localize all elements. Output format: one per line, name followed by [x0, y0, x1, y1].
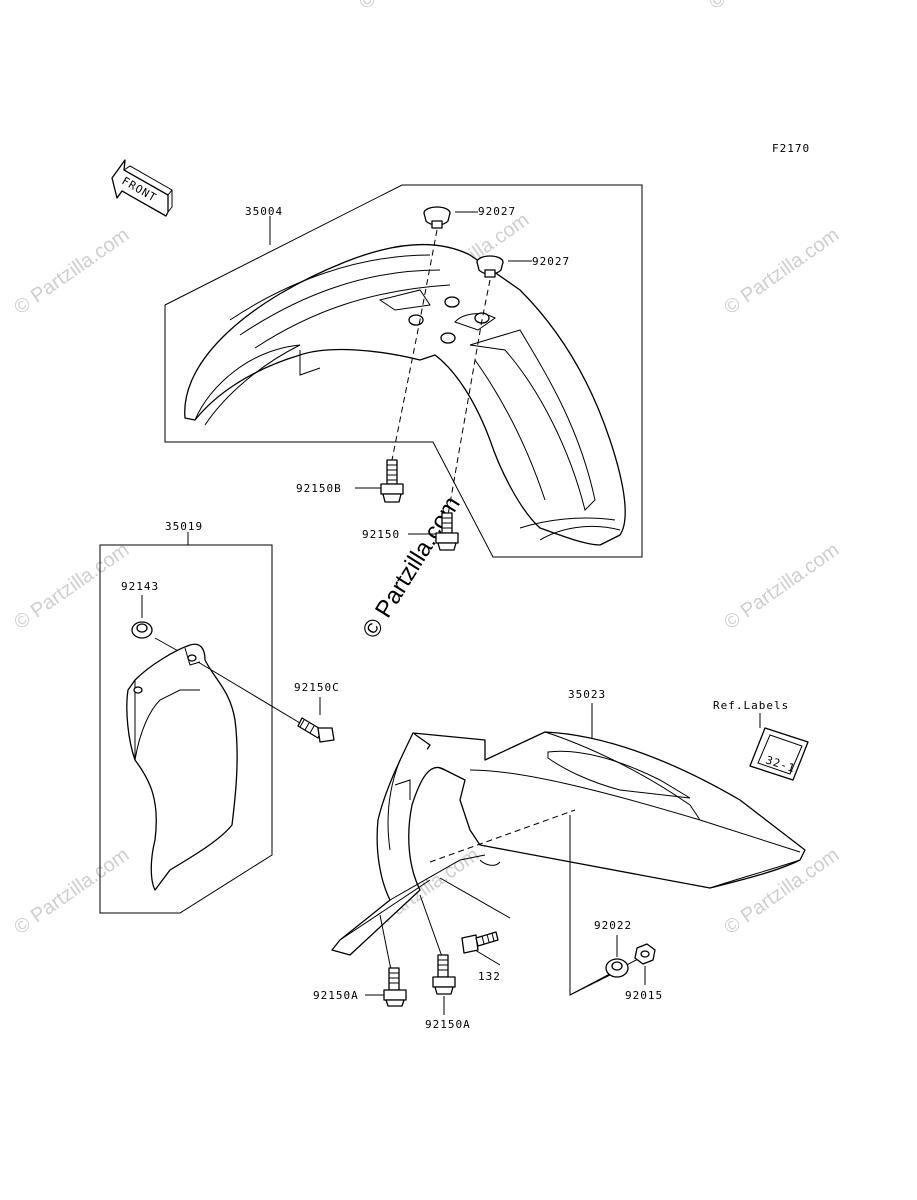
part-label-35019: 35019 — [165, 520, 203, 533]
part-label-132: 132 — [478, 970, 501, 983]
front-arrow-icon: FRONT — [111, 159, 173, 217]
part-label-35004: 35004 — [245, 205, 283, 218]
grommet-92027-a — [423, 206, 451, 229]
watermark-text: © Partzilla.com — [355, 0, 478, 14]
watermark-text: © Partzilla.com — [10, 844, 133, 939]
collar-92022 — [605, 958, 629, 978]
rear-fender-group: 35023 132 92150A — [313, 688, 806, 1031]
bolt-92150C — [297, 717, 335, 743]
part-label-92022: 92022 — [594, 919, 632, 932]
nut-92015 — [634, 943, 656, 965]
front-fender-group: 35004 92027 92027 — [164, 184, 643, 558]
front-fender-part — [184, 243, 626, 546]
part-label-92150A-2: 92150A — [425, 1018, 471, 1031]
bolt-132 — [461, 931, 499, 954]
watermark-text: © Partzilla.com — [10, 539, 133, 634]
part-label-92143: 92143 — [121, 580, 159, 593]
bolt-92150B — [380, 459, 404, 503]
bolt-92150A-2 — [432, 954, 456, 995]
ref-labels-title: Ref.Labels — [713, 699, 789, 712]
part-label-92015: 92015 — [625, 989, 663, 1002]
part-label-92150: 92150 — [362, 528, 400, 541]
mud-flap-group: 35019 92143 92150C — [99, 520, 340, 914]
part-label-92150B: 92150B — [296, 482, 342, 495]
part-label-35023: 35023 — [568, 688, 606, 701]
ref-labels-group: Ref.Labels 32-1 — [713, 699, 809, 781]
watermark-text: © Partzilla.com — [10, 224, 133, 319]
mud-flap-part — [126, 643, 238, 891]
rear-fender-part — [412, 731, 806, 889]
watermark-text: © Partzilla.com — [720, 224, 843, 319]
grommet-92027-b — [476, 255, 504, 278]
bolt-92150 — [435, 512, 459, 551]
part-label-92150C: 92150C — [294, 681, 340, 694]
collar-92143 — [131, 621, 153, 639]
rear-fender-inner-part — [331, 732, 446, 956]
part-label-92027a: 92027 — [478, 205, 516, 218]
watermark-text: © Partzilla.com — [705, 0, 828, 14]
part-label-92027b: 92027 — [532, 255, 570, 268]
watermark-text: © Partzilla.com — [720, 539, 843, 634]
figure-code: F2170 — [772, 142, 810, 155]
bolt-92150A-1 — [383, 967, 407, 1007]
part-label-92150A-1: 92150A — [313, 989, 359, 1002]
